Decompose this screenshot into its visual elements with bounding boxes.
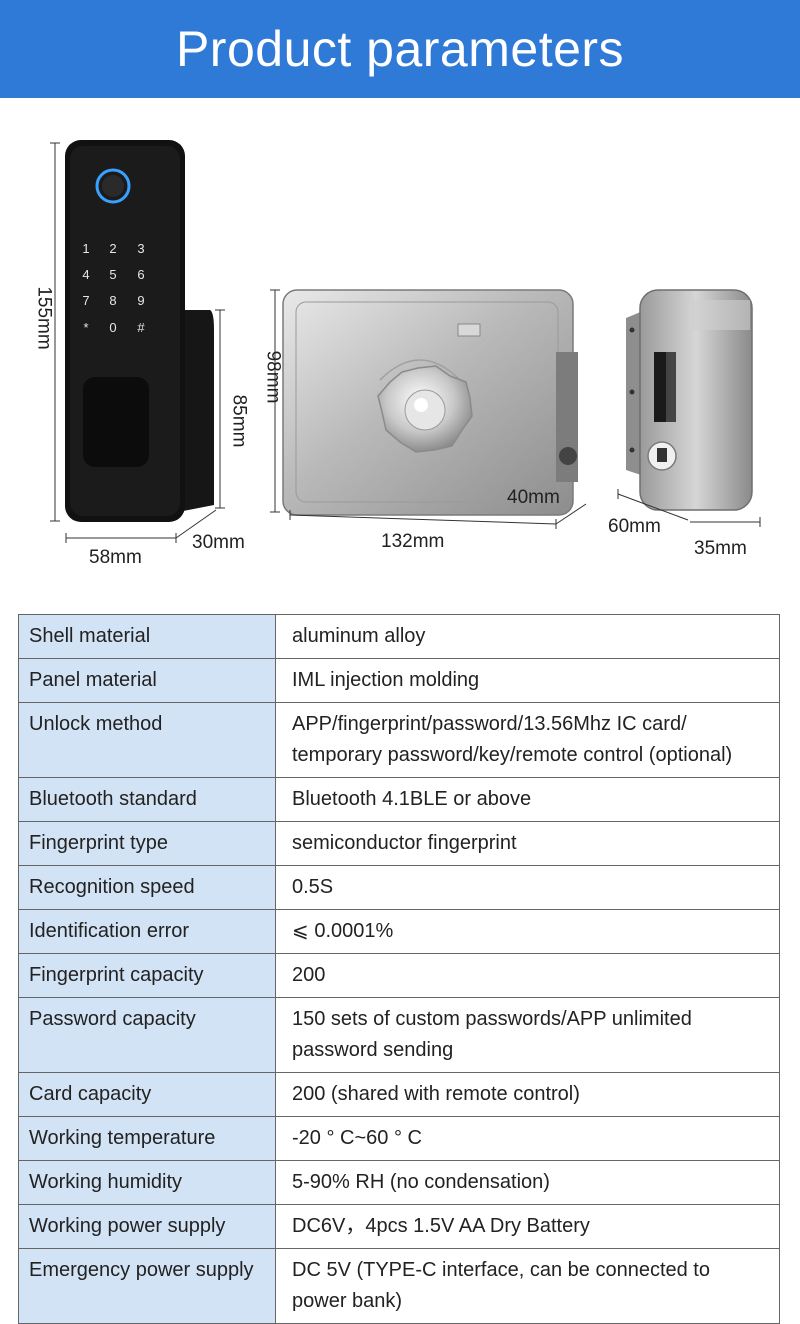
param-value: APP/fingerprint/password/13.56Mhz IC car… bbox=[275, 702, 780, 778]
param-value: DC6V，4pcs 1.5V AA Dry Battery bbox=[275, 1204, 780, 1249]
param-value: 200 (shared with remote control) bbox=[275, 1072, 780, 1117]
dim-strike-width: 60mm bbox=[608, 516, 661, 537]
keypad-key: 9 bbox=[137, 293, 144, 308]
table-row: Unlock method APP/fingerprint/password/13… bbox=[18, 702, 780, 778]
param-label: Fingerprint type bbox=[18, 821, 276, 866]
dim-lock-height: 155mm bbox=[33, 286, 55, 350]
param-value: aluminum alloy bbox=[275, 614, 780, 659]
lock-keypad: 1 2 3 4 5 6 7 8 9 * 0 # bbox=[82, 241, 145, 335]
keypad-key: 1 bbox=[82, 241, 89, 256]
param-label: Working humidity bbox=[18, 1160, 276, 1205]
table-row: Fingerprint type semiconductor fingerprin… bbox=[18, 821, 780, 866]
keypad-key: 3 bbox=[137, 241, 144, 256]
table-row: Recognition speed 0.5S bbox=[18, 865, 780, 910]
param-value-line: 0.5S bbox=[292, 876, 334, 898]
page-title: Product parameters bbox=[175, 21, 625, 77]
param-label: Shell material bbox=[18, 614, 276, 659]
param-value-line: Bluetooth 4.1BLE or above bbox=[292, 788, 532, 810]
param-value-line: DC6V，4pcs 1.5V AA Dry Battery bbox=[292, 1215, 590, 1237]
table-row: Emergency power supply DC 5V (TYPE-C inte… bbox=[18, 1248, 780, 1324]
param-label: Card capacity bbox=[18, 1072, 276, 1117]
lock-body bbox=[282, 289, 578, 516]
dim-body-height: 98mm bbox=[262, 350, 284, 404]
param-value-line: aluminum alloy bbox=[292, 625, 426, 647]
keypad-key: 6 bbox=[137, 267, 144, 282]
param-value-line: IML injection molding bbox=[292, 669, 480, 691]
param-value-line: password sending bbox=[292, 1039, 454, 1061]
dimension-lines bbox=[50, 142, 761, 543]
dim-body-depth: 40mm bbox=[507, 487, 560, 508]
param-label: Working power supply bbox=[18, 1204, 276, 1249]
product-illustration: 1 2 3 4 5 6 7 8 9 * 0 # bbox=[50, 140, 761, 543]
param-label: Password capacity bbox=[18, 997, 276, 1073]
table-row: Card capacity 200 (shared with remote con… bbox=[18, 1072, 780, 1117]
param-value-line: power bank) bbox=[292, 1290, 403, 1312]
param-value: -20 ° C~60 ° C bbox=[275, 1116, 780, 1161]
dim-lock-width: 58mm bbox=[89, 547, 142, 568]
param-value: 0.5S bbox=[275, 865, 780, 910]
param-label: Working temperature bbox=[18, 1116, 276, 1161]
param-value: ⩽ 0.0001% bbox=[275, 909, 780, 954]
keypad-key: * bbox=[83, 320, 88, 335]
param-value-line: semiconductor fingerprint bbox=[292, 832, 517, 854]
header-banner: Product parameters bbox=[0, 0, 800, 98]
table-row: Working temperature -20 ° C~60 ° C bbox=[18, 1116, 780, 1161]
param-value: semiconductor fingerprint bbox=[275, 821, 780, 866]
table-row: Fingerprint capacity 200 bbox=[18, 953, 780, 998]
product-dimension-figure: 1 2 3 4 5 6 7 8 9 * 0 # bbox=[0, 98, 800, 598]
keypad-key: 5 bbox=[109, 267, 116, 282]
lock-front-panel bbox=[65, 140, 185, 522]
lock-knob bbox=[377, 365, 473, 453]
lock-bracket bbox=[178, 310, 214, 512]
param-value-line: DC 5V (TYPE-C interface, can be connecte… bbox=[292, 1259, 710, 1281]
param-label: Bluetooth standard bbox=[18, 777, 276, 822]
fingerprint-sensor-icon bbox=[95, 168, 131, 204]
keypad-key: 4 bbox=[82, 267, 89, 282]
param-label: Fingerprint capacity bbox=[18, 953, 276, 998]
keypad-key: 0 bbox=[109, 320, 116, 335]
param-value-line: APP/fingerprint/password/13.56Mhz IC car… bbox=[292, 713, 687, 735]
param-label: Unlock method bbox=[18, 702, 276, 778]
param-value: DC 5V (TYPE-C interface, can be connecte… bbox=[275, 1248, 780, 1324]
table-row: Panel material IML injection molding bbox=[18, 658, 780, 703]
param-value-line: -20 ° C~60 ° C bbox=[292, 1127, 422, 1149]
param-label: Identification error bbox=[18, 909, 276, 954]
param-label: Emergency power supply bbox=[18, 1248, 276, 1324]
param-value-line: ⩽ 0.0001% bbox=[292, 920, 394, 942]
table-row: Password capacity 150 sets of custom pass… bbox=[18, 997, 780, 1073]
keypad-key: 2 bbox=[109, 241, 116, 256]
keypad-key: 8 bbox=[109, 293, 116, 308]
table-row: Working humidity 5-90% RH (no condensatio… bbox=[18, 1160, 780, 1205]
param-value-line: 200 bbox=[292, 964, 326, 986]
table-row: Working power supply DC6V，4pcs 1.5V AA Dr… bbox=[18, 1204, 780, 1249]
param-value: 5-90% RH (no condensation) bbox=[275, 1160, 780, 1205]
handle-grip bbox=[83, 377, 149, 467]
param-value-line: 200 (shared with remote control) bbox=[292, 1083, 580, 1105]
keypad-key: # bbox=[137, 320, 145, 335]
param-value: Bluetooth 4.1BLE or above bbox=[275, 777, 780, 822]
param-label: Recognition speed bbox=[18, 865, 276, 910]
strike-plate bbox=[626, 289, 753, 511]
table-row: Identification error ⩽ 0.0001% bbox=[18, 909, 780, 954]
param-value: 200 bbox=[275, 953, 780, 998]
param-value-line: 5-90% RH (no condensation) bbox=[292, 1171, 550, 1193]
keypad-key: 7 bbox=[82, 293, 89, 308]
param-label: Panel material bbox=[18, 658, 276, 703]
table-row: Shell material aluminum alloy bbox=[18, 614, 780, 659]
dim-strike-depth: 35mm bbox=[694, 538, 747, 559]
table-row: Bluetooth standard Bluetooth 4.1BLE or ab… bbox=[18, 777, 780, 822]
dim-lock-inner-height: 85mm bbox=[228, 394, 250, 448]
param-value-line: 150 sets of custom passwords/APP unlimit… bbox=[292, 1008, 692, 1030]
param-value: IML injection molding bbox=[275, 658, 780, 703]
param-value: 150 sets of custom passwords/APP unlimit… bbox=[275, 997, 780, 1073]
dim-lock-depth: 30mm bbox=[192, 532, 245, 553]
dim-body-width: 132mm bbox=[381, 531, 445, 552]
param-value-line: temporary password/key/remote control (o… bbox=[292, 744, 733, 766]
